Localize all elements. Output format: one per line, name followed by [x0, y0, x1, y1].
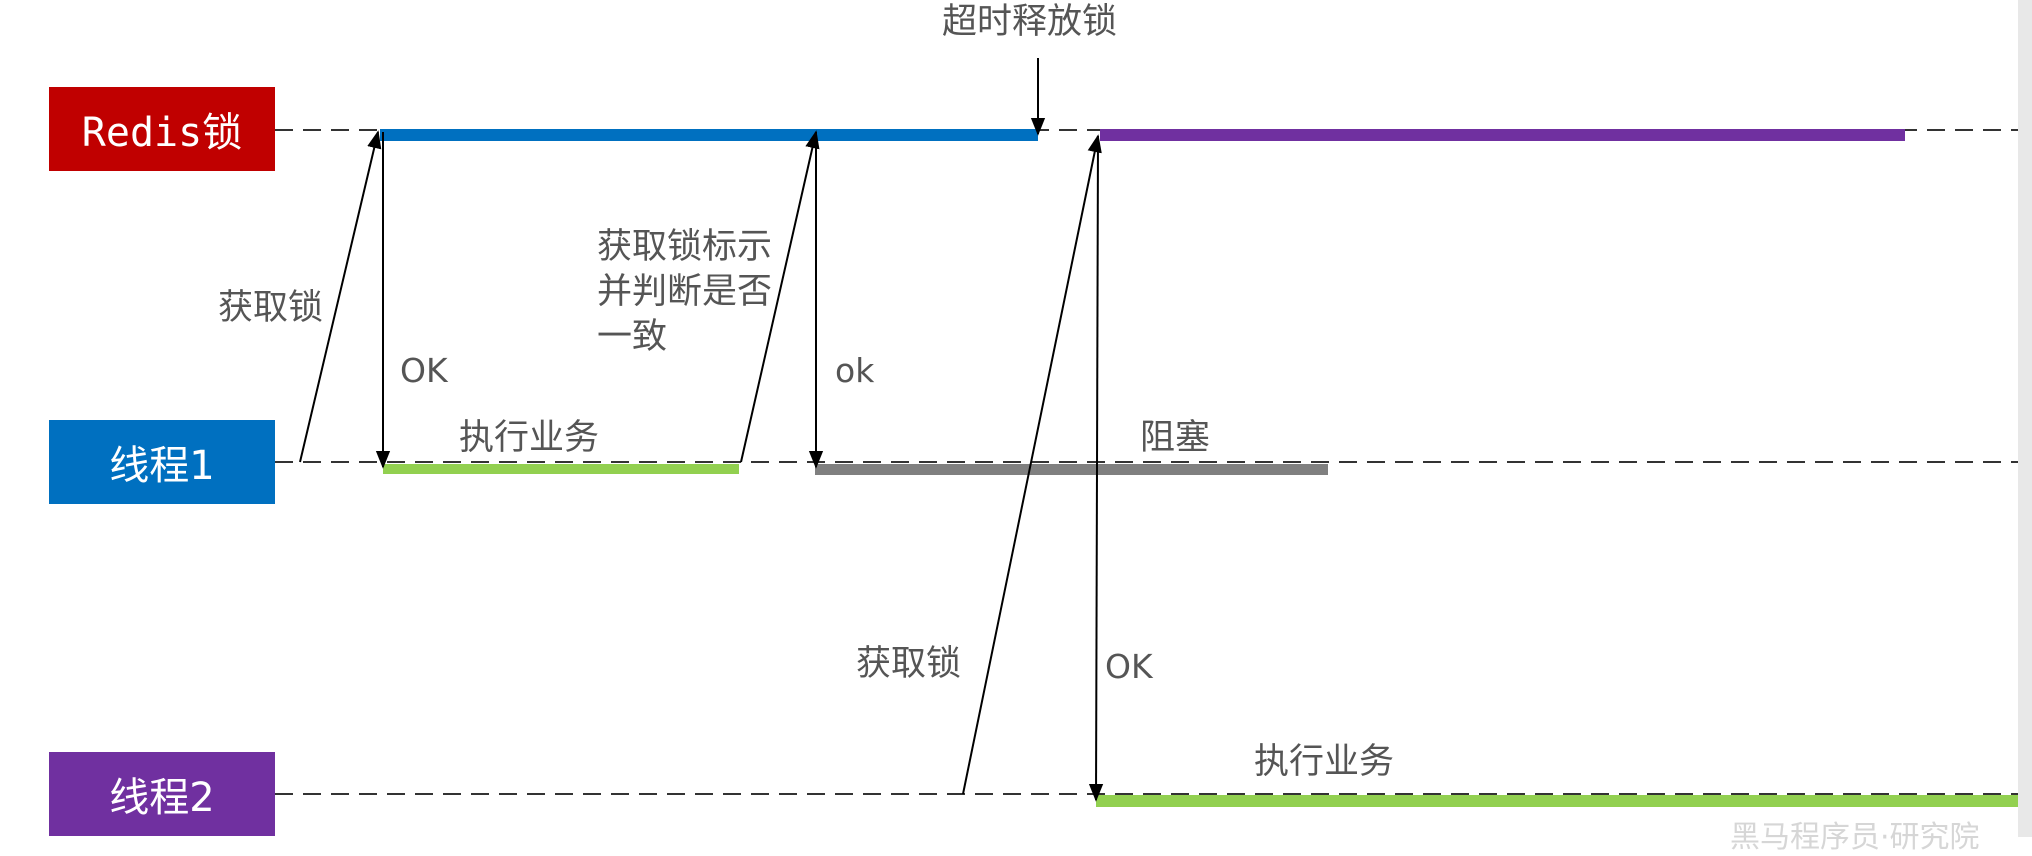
- execute-business-label-2: 执行业务: [1254, 742, 1395, 782]
- right-edge-strip: [2018, 0, 2032, 837]
- acquire-lock-label-2: 获取锁: [856, 644, 962, 684]
- check-lock-id-label-line2: 并判断是否: [597, 272, 773, 312]
- thread1-box: 线程1: [49, 420, 275, 504]
- check-lock-id-label-line1: 获取锁标示: [597, 227, 773, 267]
- execute-business-label-1: 执行业务: [459, 418, 600, 458]
- lock-held-thread1-bar: [380, 129, 1038, 141]
- thread2-business-bar: [1096, 795, 2020, 807]
- sequence-diagram: [275, 58, 2020, 807]
- acquire-lock-label-1: 获取锁: [218, 288, 324, 328]
- thread1-acquire-lock-arrow: [299, 130, 382, 463]
- ok-label-3: OK: [1105, 647, 1153, 686]
- thread2-acquire-lock-arrow: [962, 134, 1102, 795]
- ok-label-1: OK: [400, 351, 448, 390]
- watermark: 黑马程序员·研究院: [1730, 820, 1980, 855]
- timeout-release-label: 超时释放锁: [942, 2, 1118, 42]
- redis-lock-box: Redis锁: [49, 87, 275, 171]
- lock-held-thread2-bar: [1100, 129, 1905, 141]
- thread2-ok-arrow: [1088, 135, 1104, 802]
- thread1-blocked-bar: [815, 464, 1328, 475]
- thread1-business-bar: [383, 464, 739, 474]
- ok-label-2: ok: [835, 351, 875, 390]
- thread1-check-lock-arrow: [740, 130, 820, 463]
- blocked-label: 阻塞: [1140, 418, 1211, 458]
- check-lock-id-label-line3: 一致: [597, 317, 668, 357]
- thread2-box: 线程2: [49, 752, 275, 836]
